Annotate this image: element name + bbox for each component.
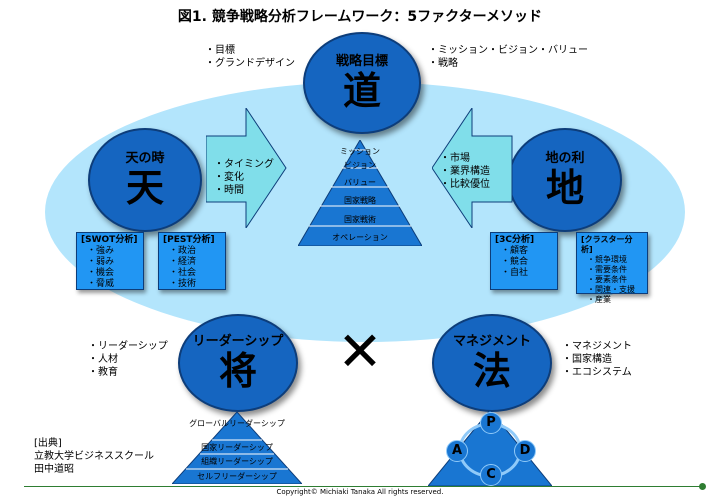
bullet-item: 市場 <box>440 152 490 165</box>
top-left-bullets: 目標 グランドデザイン <box>205 44 295 70</box>
pest-box: [PEST分析] 政治 経済 社会 技術 <box>158 232 226 290</box>
cross-icon: ✕ <box>337 320 383 383</box>
copyright: Copyright© Michiaki Tanaka All rights re… <box>276 488 444 496</box>
pdca-diagram: P D C A <box>428 410 552 486</box>
right-arrow-bullets: 市場 業界構造 比較優位 <box>440 152 490 191</box>
footer-dot <box>699 483 706 490</box>
source-line: 田中道昭 <box>34 464 74 475</box>
box-item: 弱み <box>87 257 139 268</box>
circle-ho: マネジメント 法 <box>432 314 552 412</box>
bottom-left-bullets: リーダーシップ 人材 教育 <box>88 340 168 379</box>
bullet-item: 国家構造 <box>562 353 632 366</box>
source-block: [出典] 立教大学ビジネススクール 田中道昭 <box>34 437 154 476</box>
box-title: [クラスター分析] <box>581 235 633 254</box>
pyramid-level: 国家戦略 <box>344 196 376 205</box>
source-heading: [出典] <box>34 438 62 449</box>
bottom-right-bullets: マネジメント 国家構造 エコシステム <box>562 340 632 379</box>
circle-kanji: 法 <box>472 349 511 393</box>
box-item: 社会 <box>169 268 221 279</box>
circle-kanji: 将 <box>218 349 257 393</box>
box-item: 関連・支援 <box>587 285 643 295</box>
bullet-item: タイミング <box>214 158 274 171</box>
page-title: 図1. 競争戦略分析フレームワーク：5ファクターメソッド <box>177 9 543 25</box>
pdca-d: D <box>514 440 536 462</box>
circle-label: 天の時 <box>125 151 165 166</box>
bullet-item: 教育 <box>88 366 168 379</box>
box-title: [PEST分析] <box>163 235 215 245</box>
circle-label: リーダーシップ <box>192 334 284 349</box>
circle-ten: 天の時 天 <box>88 128 202 232</box>
bullet-item: 戦略 <box>428 57 588 70</box>
box-item: 顧客 <box>501 246 553 257</box>
box-item: 強み <box>87 246 139 257</box>
bullet-item: ミッション・ビジョン・バリュー <box>428 44 588 57</box>
circle-chi: 地の利 地 <box>508 128 622 232</box>
box-item: 脅威 <box>87 279 139 290</box>
bullet-item: マネジメント <box>562 340 632 353</box>
box-item: 競争環境 <box>587 255 643 265</box>
bullet-item: 人材 <box>88 353 168 366</box>
box-title: [3C分析] <box>495 235 535 245</box>
bullet-item: 時間 <box>214 184 274 197</box>
pyramid-level: 国家リーダーシップ <box>201 443 273 452</box>
bullet-item: 目標 <box>205 44 295 57</box>
circle-sho: リーダーシップ 将 <box>178 314 298 412</box>
bullet-item: 変化 <box>214 171 274 184</box>
pdca-p: P <box>480 412 502 434</box>
center-pyramid: ミッション ビジョン バリュー 国家戦略 国家戦術 オペレーション <box>298 140 422 246</box>
box-item: 競合 <box>501 257 553 268</box>
circle-kanji: 天 <box>125 166 164 210</box>
source-line: 立教大学ビジネススクール <box>34 451 154 462</box>
box-item: 政治 <box>169 246 221 257</box>
left-arrow-bullets: タイミング 変化 時間 <box>214 158 274 197</box>
circle-label: 戦略目標 <box>335 54 388 69</box>
footer-divider <box>24 486 700 487</box>
swot-box: [SWOT分析] 強み 弱み 機会 脅威 <box>76 232 144 290</box>
top-right-bullets: ミッション・ビジョン・バリュー 戦略 <box>428 44 588 70</box>
bullet-item: 比較優位 <box>440 178 490 191</box>
box-title: [SWOT分析] <box>81 235 138 245</box>
circle-label: マネジメント <box>452 334 531 349</box>
pyramid-level: ビジョン <box>344 161 376 170</box>
pdca-a: A <box>446 440 468 462</box>
pyramid-level: グローバルリーダーシップ <box>189 419 285 428</box>
circle-michi: 戦略目標 道 <box>303 32 421 134</box>
box-item: 要素条件 <box>587 275 643 285</box>
bullet-item: リーダーシップ <box>88 340 168 353</box>
circle-label: 地の利 <box>545 151 585 166</box>
circle-kanji: 道 <box>342 69 381 113</box>
bullet-item: グランドデザイン <box>205 57 295 70</box>
box-item: 機会 <box>87 268 139 279</box>
pyramid-level: オペレーション <box>332 233 388 242</box>
box-item: 産業 <box>587 295 643 305</box>
pyramid-level: バリュー <box>344 178 376 187</box>
box-item: 需要条件 <box>587 265 643 275</box>
box-item: 自社 <box>501 268 553 279</box>
pyramid-level: 組織リーダーシップ <box>201 457 273 466</box>
pyramid-shape <box>298 140 422 246</box>
box-item: 技術 <box>169 279 221 290</box>
threec-box: [3C分析] 顧客 競合 自社 <box>490 232 558 290</box>
leadership-pyramid: グローバルリーダーシップ 国家リーダーシップ 組織リーダーシップ セルフリーダー… <box>172 412 302 484</box>
bullet-item: 業界構造 <box>440 165 490 178</box>
cluster-box: [クラスター分析] 競争環境 需要条件 要素条件 関連・支援 産業 <box>576 232 648 304</box>
pdca-c: C <box>480 464 502 486</box>
pyramid-level: 国家戦術 <box>344 215 376 224</box>
pyramid-level: ミッション <box>340 147 380 156</box>
pyramid-shape <box>172 412 302 484</box>
circle-kanji: 地 <box>545 166 584 210</box>
pyramid-level: セルフリーダーシップ <box>197 472 277 481</box>
box-item: 経済 <box>169 257 221 268</box>
bullet-item: エコシステム <box>562 366 632 379</box>
